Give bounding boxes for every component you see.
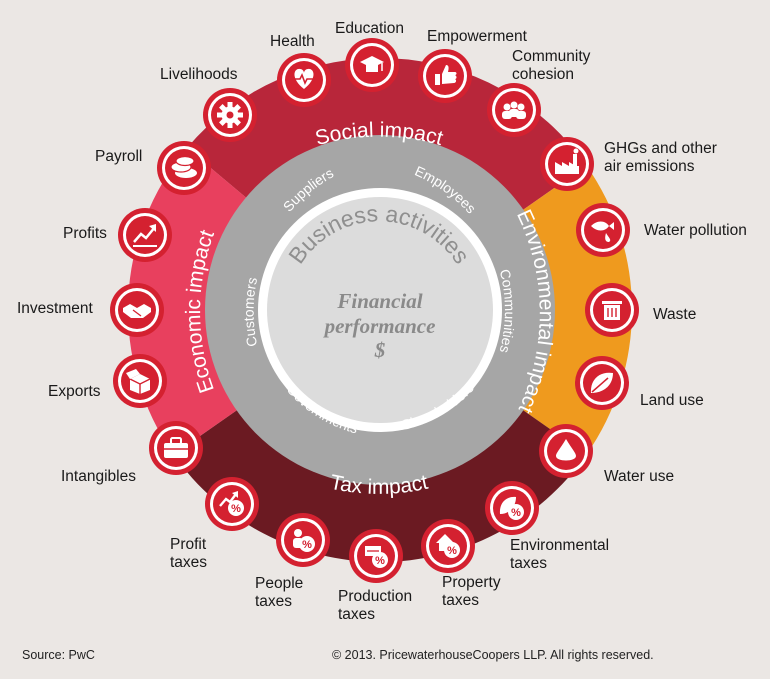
customers-label: Customers bbox=[240, 276, 260, 348]
financial-performance-core bbox=[267, 197, 493, 423]
impact-icons: %%%%% bbox=[110, 38, 639, 583]
leaf-icon bbox=[575, 356, 629, 410]
coins-icon bbox=[157, 141, 211, 195]
gear-icon bbox=[203, 88, 257, 142]
trash-icon bbox=[585, 283, 639, 337]
chart-percent-icon: % bbox=[205, 477, 259, 531]
water-pollution-label: Water pollution bbox=[644, 222, 747, 239]
empowerment-label: Empowerment bbox=[427, 28, 527, 45]
svg-text:%: % bbox=[375, 555, 385, 567]
svg-text:%: % bbox=[302, 539, 312, 551]
waste-label: Waste bbox=[653, 306, 697, 323]
box-icon bbox=[113, 354, 167, 408]
investment-label: Investment bbox=[17, 300, 93, 317]
people-icon bbox=[487, 83, 541, 137]
water-use-label: Water use bbox=[604, 468, 675, 485]
copyright-note: © 2013. PricewaterhouseCoopers LLP. All … bbox=[332, 648, 654, 662]
financial-label: Financial bbox=[336, 289, 422, 313]
fish-water-icon bbox=[576, 203, 630, 257]
leaf-percent-icon: % bbox=[485, 481, 539, 535]
thumbs-up-icon bbox=[418, 49, 472, 103]
source-note: Source: PwC bbox=[22, 648, 95, 662]
intangibles-label: Intangibles bbox=[61, 468, 136, 485]
communities-label: Communities bbox=[497, 267, 518, 354]
briefcase-icon bbox=[149, 421, 203, 475]
land-use-label: Land use bbox=[640, 392, 704, 409]
house-percent-icon: % bbox=[421, 519, 475, 573]
graduation-cap-icon bbox=[345, 38, 399, 92]
education-label: Education bbox=[335, 20, 404, 37]
health-label: Health bbox=[270, 33, 315, 50]
performance-label: performance bbox=[323, 314, 436, 338]
handshake-icon bbox=[110, 283, 164, 337]
money-percent-icon: % bbox=[349, 529, 403, 583]
svg-text:%: % bbox=[447, 545, 457, 557]
water-drop-icon bbox=[539, 424, 593, 478]
svg-text:%: % bbox=[511, 507, 521, 519]
growth-chart-icon bbox=[118, 208, 172, 262]
exports-label: Exports bbox=[48, 383, 101, 400]
profits-label: Profits bbox=[63, 225, 107, 242]
person-percent-icon: % bbox=[276, 513, 330, 567]
svg-text:%: % bbox=[231, 503, 241, 515]
livelihoods-label: Livelihoods bbox=[160, 66, 238, 83]
heart-icon bbox=[277, 53, 331, 107]
dollar-label: $ bbox=[374, 338, 386, 362]
payroll-label: Payroll bbox=[95, 148, 143, 165]
factory-icon bbox=[540, 137, 594, 191]
